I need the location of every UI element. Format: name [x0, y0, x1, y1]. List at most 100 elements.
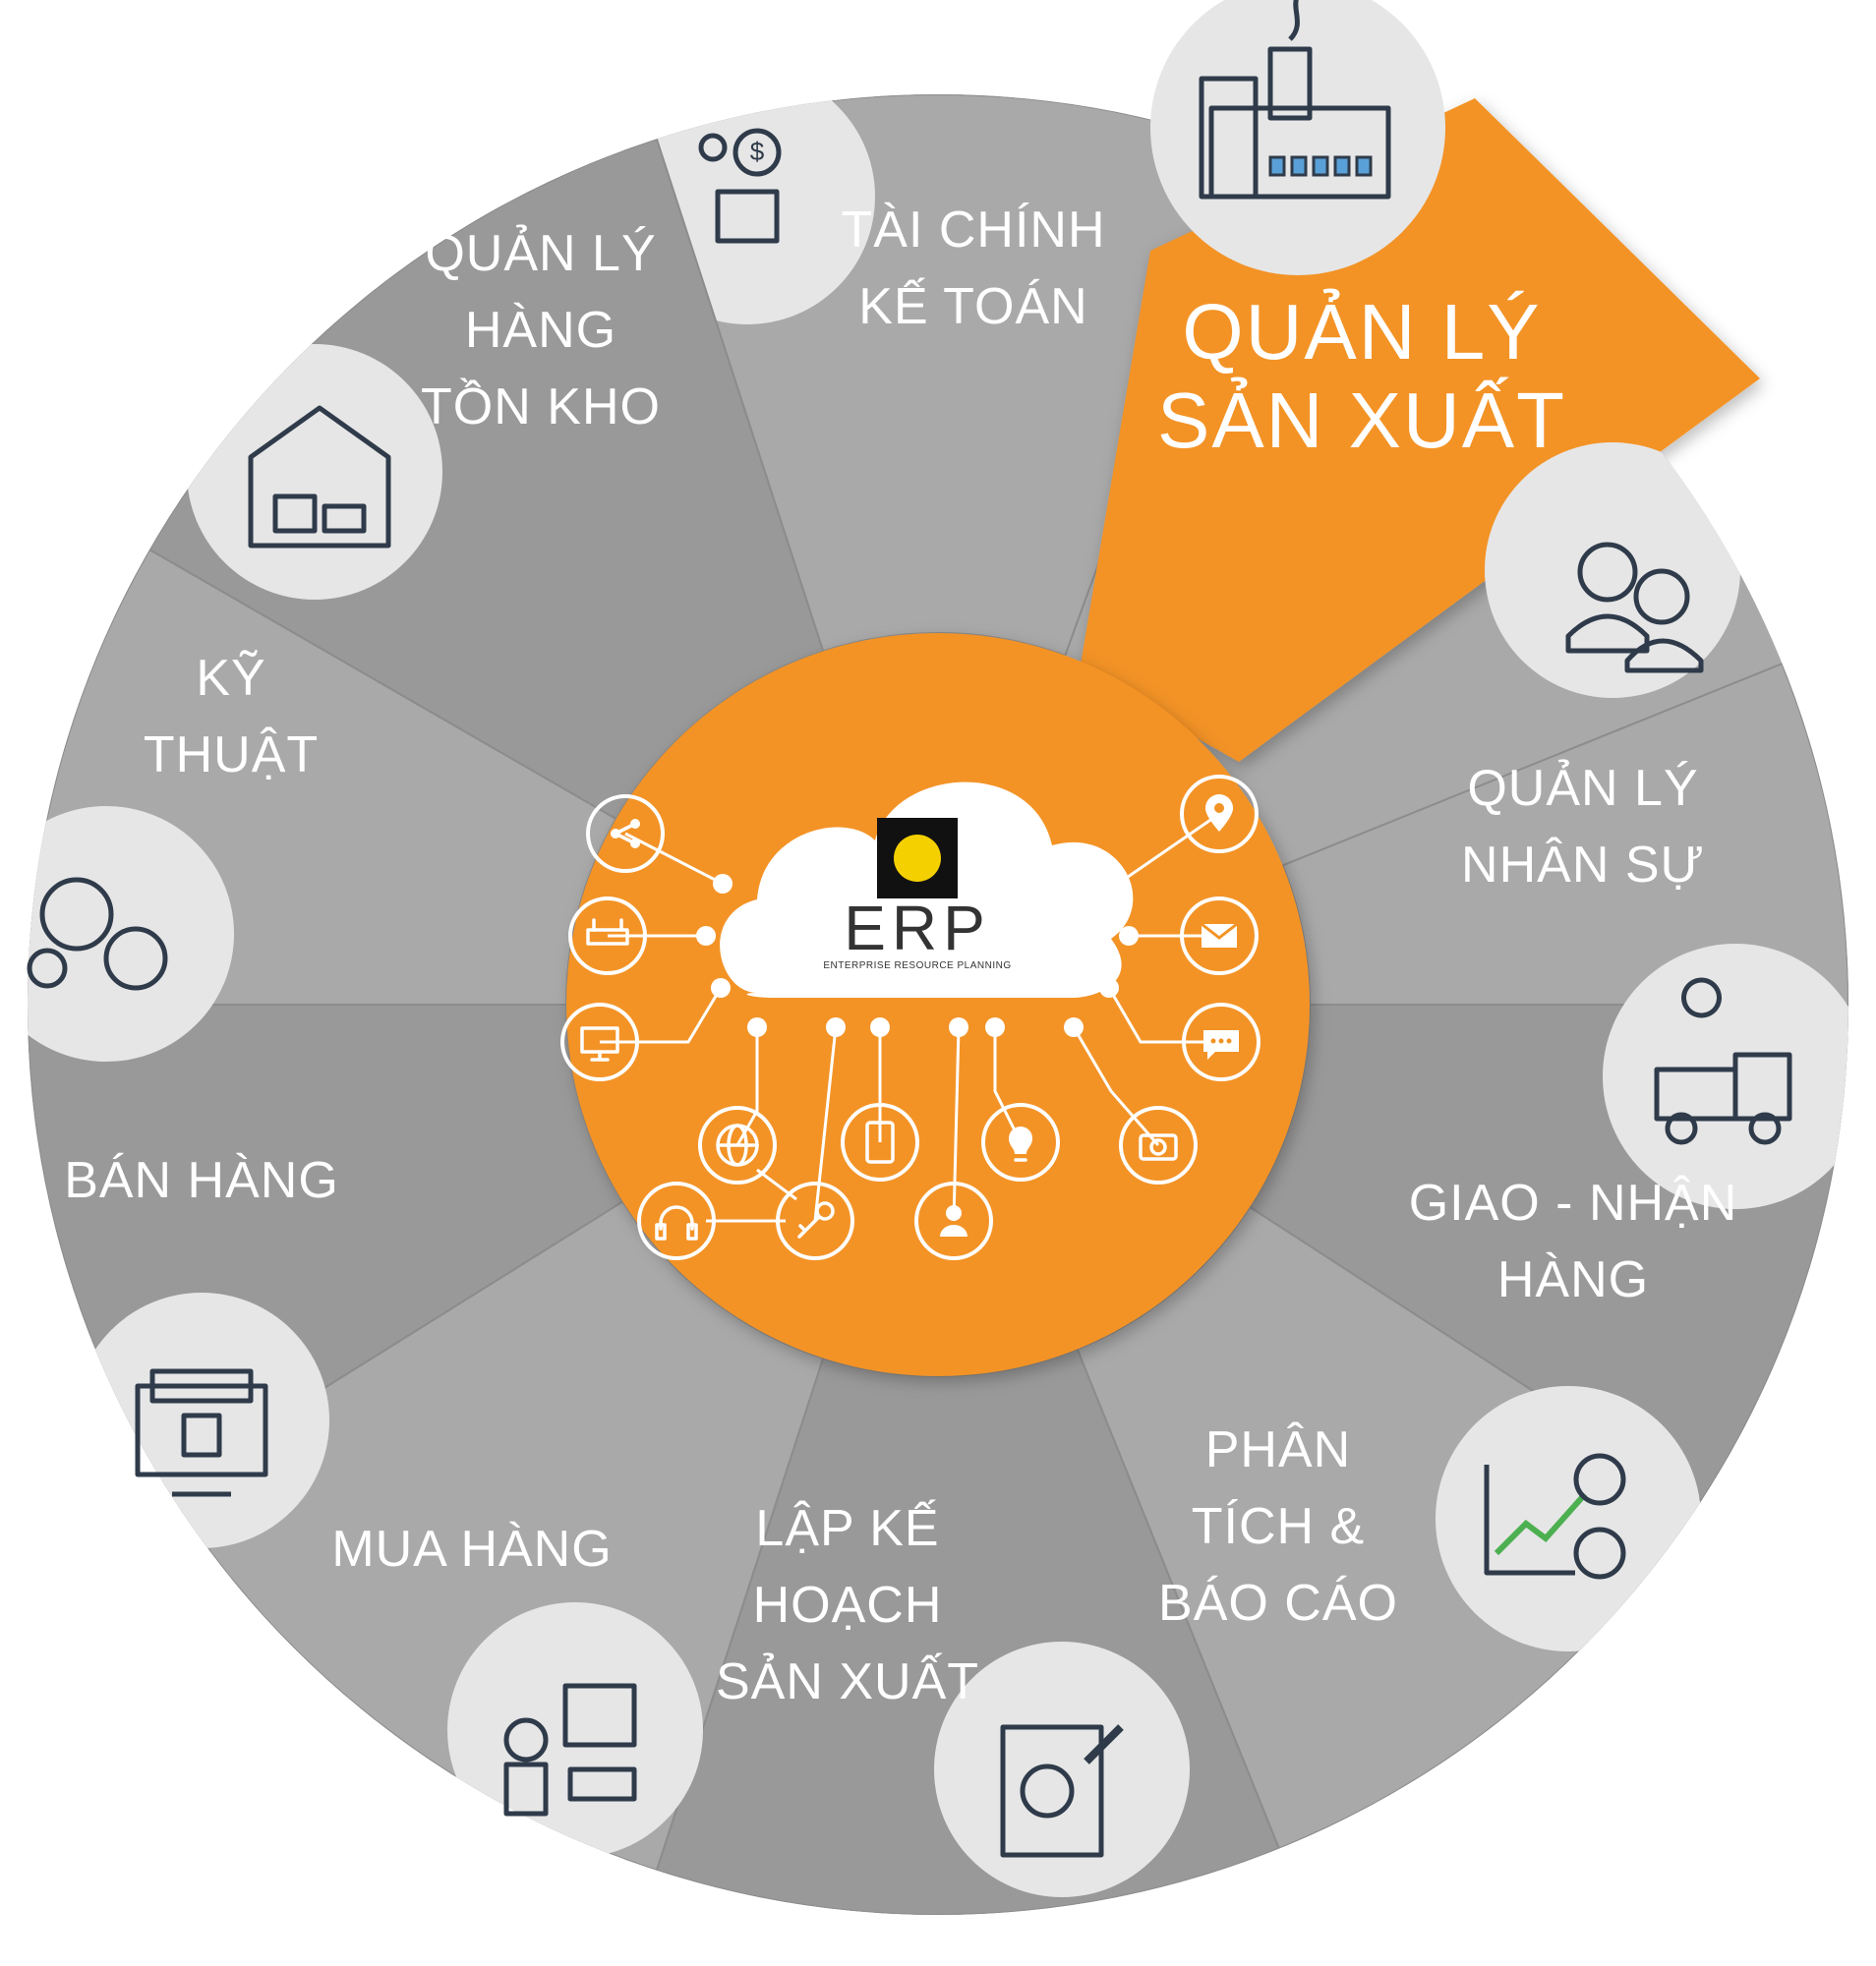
connector-dot: [713, 874, 733, 894]
connector-dot: [1099, 978, 1119, 998]
connector-line: [813, 1026, 838, 1222]
node-ring: [568, 896, 647, 975]
node-ring: [1180, 775, 1259, 853]
segment-nhan-su[interactable]: [1281, 442, 1848, 1006]
finance-icon: $: [698, 128, 782, 244]
connector-dot: [711, 978, 731, 998]
share-icon: [586, 794, 665, 873]
gears-icon: [27, 877, 168, 991]
segment-ke-hoach[interactable]: [655, 1348, 1281, 1915]
node-ring: [1119, 1106, 1198, 1185]
node-ring: [1182, 1003, 1260, 1081]
center-circle: [566, 633, 1310, 1376]
segment-label-line: QUẢN LÝ: [1182, 288, 1541, 376]
svg-text:$: $: [750, 137, 765, 166]
employees-icon: [1565, 542, 1704, 673]
node-ring: [914, 1182, 993, 1260]
chat-icon: [1182, 1003, 1260, 1081]
node-ring: [637, 1182, 716, 1260]
segment-label-line: MUA HÀNG: [331, 1521, 612, 1578]
icon-badge: [1485, 442, 1740, 698]
mail-icon: [1180, 896, 1259, 975]
purchase-buy-icon: [503, 1683, 637, 1817]
node-ring: [1180, 896, 1259, 975]
delivery-truck-icon: [1654, 977, 1792, 1145]
connector-line: [1072, 1026, 1160, 1146]
factory-icon: [1199, 0, 1391, 200]
node-ring: [586, 794, 665, 873]
connector-dot: [1064, 1017, 1084, 1037]
connector-dot: [1108, 874, 1128, 894]
connector-dot: [1119, 926, 1139, 946]
connector-line: [1117, 812, 1220, 886]
segment-label: GIAO - NHẬN HÀNG: [1409, 1175, 1738, 1308]
connector-dot: [985, 1017, 1005, 1037]
connector-line: [624, 832, 724, 886]
segment-label-line: PHÂN: [1205, 1421, 1351, 1478]
key-icon: [776, 1182, 854, 1260]
node-ring: [560, 1003, 639, 1081]
node-ring: [841, 1103, 919, 1182]
icon-badge: [1150, 0, 1445, 275]
segment-label-line: BÁN HÀNG: [64, 1152, 339, 1209]
headphones-icon: [637, 1182, 716, 1260]
segment-label-line: SẢN XUẤT: [716, 1652, 979, 1710]
connector-dot: [747, 1017, 767, 1037]
segment-label-line: GIAO - NHẬN: [1409, 1175, 1738, 1232]
segment-label-line: TÀI CHÍNH: [842, 202, 1106, 259]
segment-label: QUẢN LÝ NHÂN SỰ: [1461, 759, 1705, 894]
segment-label-line: TÍCH &: [1192, 1498, 1365, 1555]
connector-dot: [826, 1017, 846, 1037]
router-icon: [568, 896, 647, 975]
tablet-icon: [841, 1103, 919, 1182]
segment-shape: [1281, 662, 1848, 1006]
connector-line: [1107, 987, 1221, 1044]
location-pin-icon: [1180, 775, 1259, 853]
segment-label-line: LẬP KẾ: [755, 1499, 939, 1557]
icon-badge: [1436, 1386, 1701, 1651]
connector-dot: [949, 1017, 968, 1037]
erp-logo-text: ERP: [844, 893, 991, 963]
segment-mua-hang[interactable]: [164, 1199, 825, 1872]
segment-ky-thuat[interactable]: [0, 548, 618, 1062]
segment-san-xuat[interactable]: [1079, 0, 1760, 762]
segment-label: LẬP KẾ HOẠCH SẢN XUẤT: [716, 1499, 979, 1710]
segment-label: TÀI CHÍNH KẾ TOÁN: [842, 202, 1106, 335]
erp-logo-sun: [894, 835, 941, 882]
node-ring: [698, 1106, 777, 1185]
icon-badge: [187, 344, 442, 600]
camera-icon: [1119, 1106, 1198, 1185]
monitor-icon: [560, 1003, 639, 1081]
segments-layer: $: [0, 0, 1848, 1915]
connector-line: [952, 1026, 961, 1222]
segment-label-line: HÀNG: [465, 302, 616, 359]
segment-label-line: NHÂN SỰ: [1461, 837, 1705, 894]
analytics-icon: [1484, 1453, 1626, 1580]
segment-label-line: QUẢN LÝ: [425, 224, 656, 282]
segment-label-line: HÀNG: [1497, 1251, 1649, 1308]
segment-label-line: SẢN XUẤT: [1157, 376, 1566, 464]
segment-phan-tich[interactable]: [1076, 1205, 1703, 1850]
user-icon: [914, 1182, 993, 1260]
icon-badge: [447, 1602, 703, 1858]
online-shop-icon: [135, 1368, 268, 1497]
connected-nodes: [560, 775, 1260, 1260]
warehouse-icon: [248, 405, 391, 549]
segment-label-line: QUẢN LÝ: [1467, 759, 1698, 817]
segment-label: BÁN HÀNG: [64, 1152, 339, 1209]
planning-icon: [1000, 1724, 1124, 1858]
segment-label-line: KẾ TOÁN: [858, 277, 1087, 335]
segment-label-line: HOẠCH: [753, 1577, 943, 1634]
node-ring: [776, 1182, 854, 1260]
globe-icon: [698, 1106, 777, 1185]
connector-dot: [696, 926, 716, 946]
connector-line: [993, 1027, 1023, 1143]
segment-label-line: THUẬT: [144, 726, 319, 783]
